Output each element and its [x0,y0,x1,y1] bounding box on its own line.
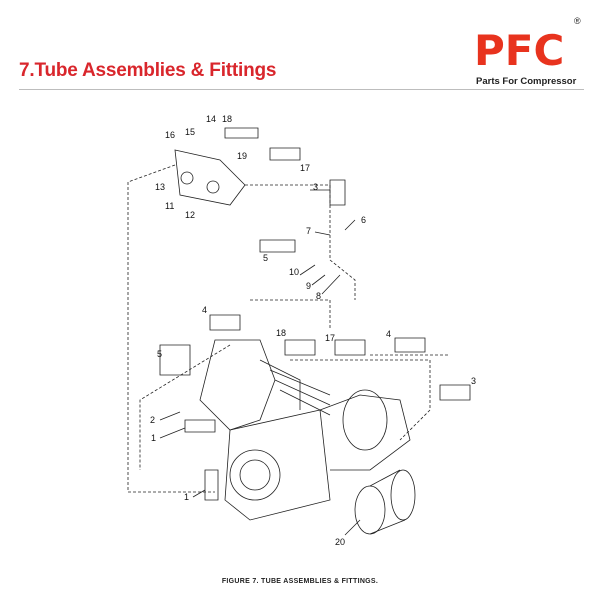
diagram-linework [127,127,471,536]
callout-18: 18 [222,114,232,124]
logo-tagline: Parts For Compressor [476,76,577,87]
logo-text: PFC [474,26,565,75]
callout-9: 9 [306,281,311,291]
callout-10: 10 [289,267,299,277]
callout-5b: 5 [157,349,162,359]
callout-11: 11 [165,201,174,211]
callout-16: 16 [165,130,175,140]
callout-20: 20 [335,537,345,547]
callout-1: 1 [151,433,156,443]
callout-19: 19 [237,151,247,161]
callout-7: 7 [306,226,311,236]
callout-labels: 14 15 16 18 19 17 13 11 12 3 6 7 5 10 9 … [150,114,476,547]
callout-8: 8 [316,291,321,301]
callout-17: 17 [300,163,310,173]
callout-4b: 4 [386,329,391,339]
callout-2: 2 [150,415,155,425]
callout-1b: 1 [184,492,189,502]
callout-15: 15 [185,127,195,137]
figure-caption: FIGURE 7. TUBE ASSEMBLIES & FITTINGS. [221,578,379,585]
callout-5: 5 [263,253,268,263]
callout-6: 6 [361,215,366,225]
divider [19,89,584,90]
callout-3b: 3 [471,376,476,386]
callout-18b: 18 [276,328,286,338]
callout-14: 14 [206,114,216,124]
callout-4: 4 [202,305,207,315]
registered-mark: ® [574,16,581,26]
page-title: 7.Tube Assemblies & Fittings [19,60,277,81]
callout-17b: 17 [325,333,335,343]
callout-13: 13 [155,182,165,192]
callout-3: 3 [313,182,318,192]
callout-12: 12 [185,210,195,220]
